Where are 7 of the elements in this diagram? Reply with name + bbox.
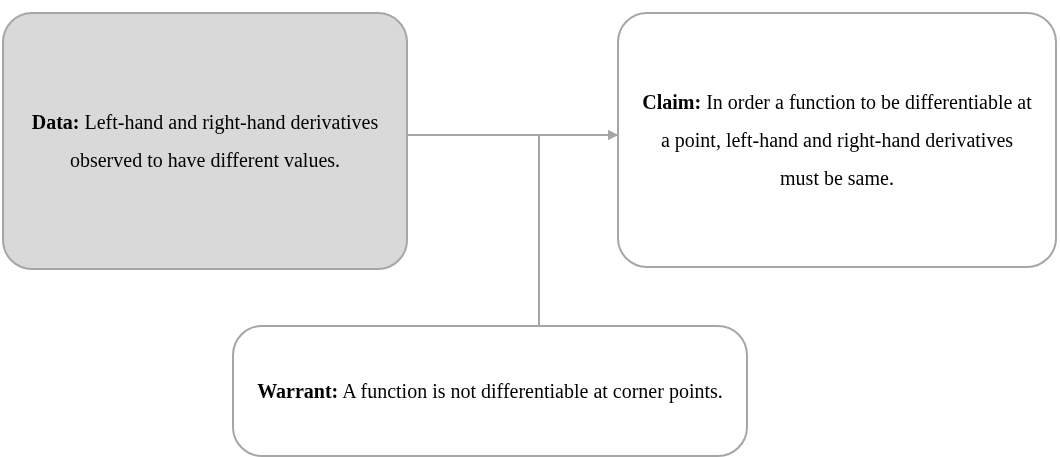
box-text: Data: Left-hand and right-hand derivatives observed to have different values. bbox=[30, 110, 380, 173]
connector-arrow bbox=[538, 130, 618, 326]
box-text: Claim: In order a function to be differentiable at a point, left-hand and right-hand derivatives must be same. bbox=[641, 90, 1033, 191]
text-box bbox=[617, 12, 1057, 268]
text-box bbox=[232, 325, 748, 457]
text-box bbox=[2, 12, 408, 270]
box-text: Warrant: A function is not differentiable at corner points. bbox=[257, 379, 723, 405]
